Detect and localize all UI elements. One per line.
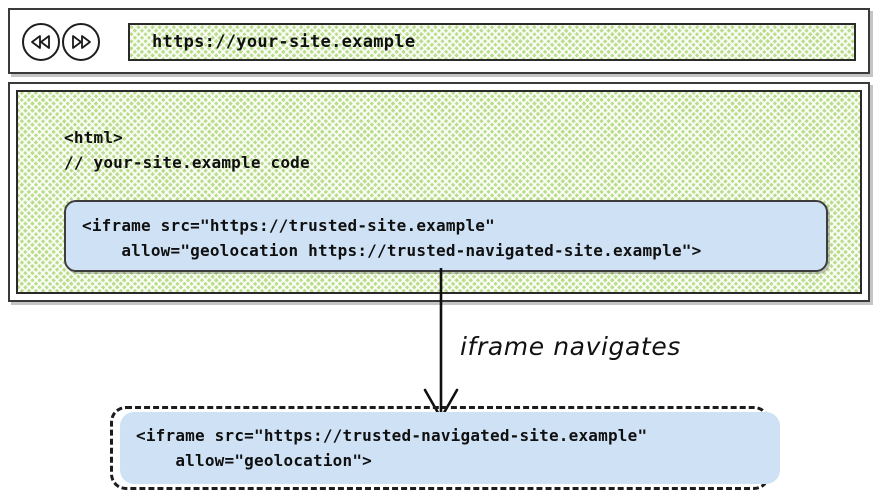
code-line: <iframe src="https://trusted-site.exampl…	[82, 216, 495, 235]
navigation-buttons	[22, 23, 100, 61]
url-text[interactable]: https://your-site.example	[152, 32, 416, 52]
browser-content-frame: <html> // your-site.example code <iframe…	[8, 82, 870, 302]
code-line: <html>	[64, 128, 123, 147]
address-bar[interactable]: https://your-site.example	[128, 23, 856, 61]
rewind-back-icon	[30, 34, 52, 50]
code-line: // your-site.example code	[64, 153, 310, 172]
code-line: allow="geolocation https://trusted-navig…	[82, 241, 702, 260]
fast-forward-icon	[70, 34, 92, 50]
host-page-code: <html> // your-site.example code	[64, 125, 310, 175]
back-button[interactable]	[22, 23, 60, 61]
browser-chrome-frame: https://your-site.example	[8, 8, 870, 74]
forward-button[interactable]	[62, 23, 100, 61]
code-line: <iframe src="https://trusted-navigated-s…	[136, 426, 648, 445]
code-line: allow="geolocation">	[136, 451, 372, 470]
host-page-panel: <html> // your-site.example code <iframe…	[16, 90, 862, 294]
navigated-iframe-box: <iframe src="https://trusted-navigated-s…	[120, 412, 780, 484]
annotation-label: iframe navigates	[460, 332, 681, 361]
embedded-iframe-box: <iframe src="https://trusted-site.exampl…	[64, 200, 828, 272]
